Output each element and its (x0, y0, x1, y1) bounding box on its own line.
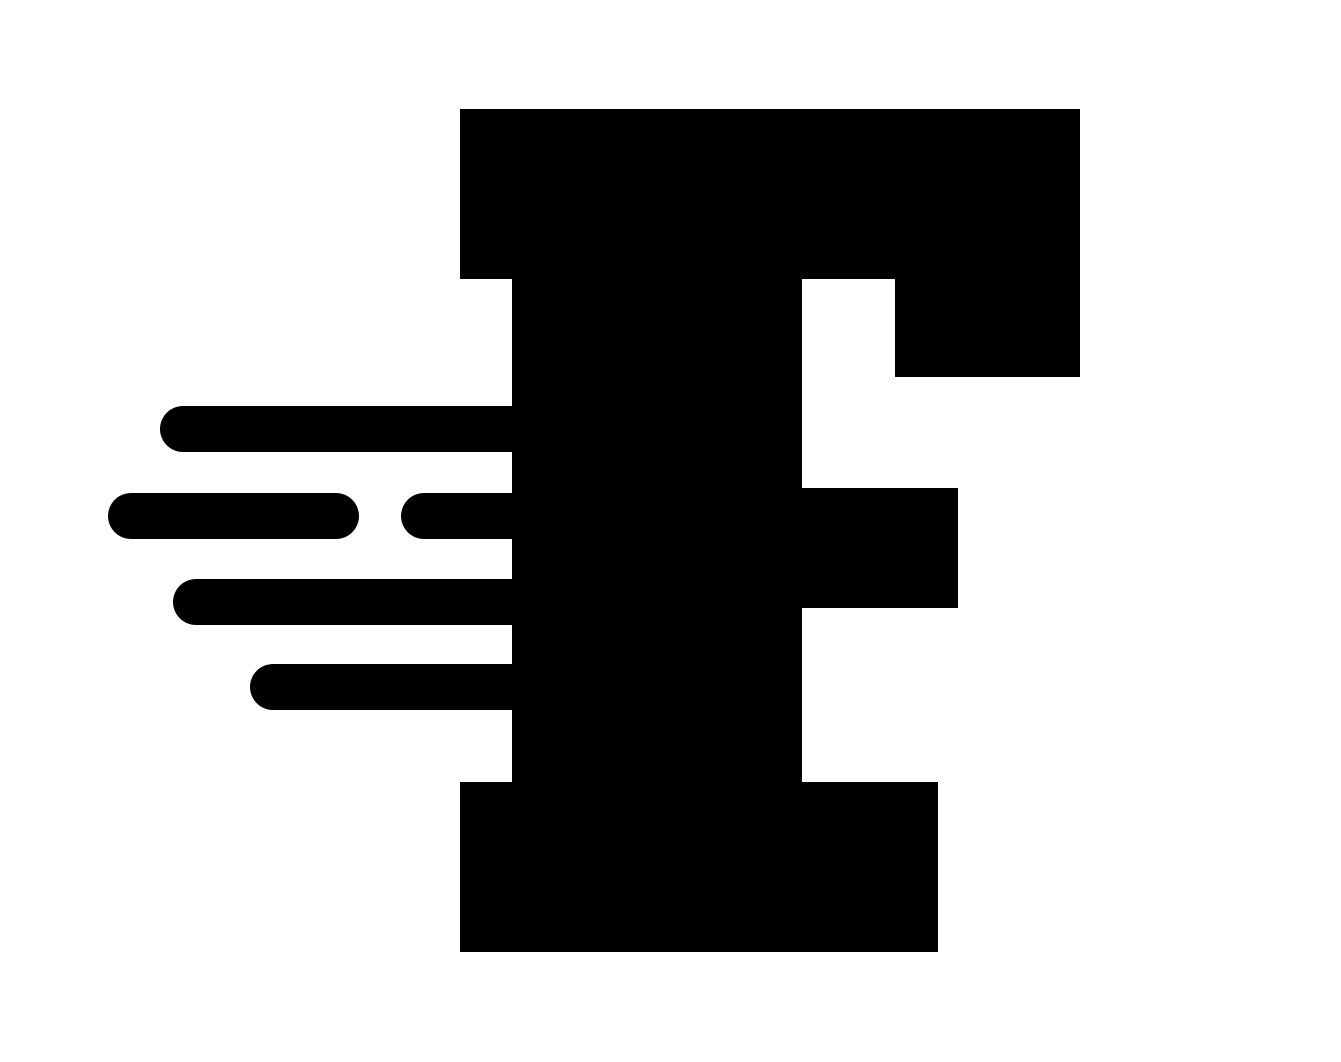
letter-f-shape (460, 109, 1080, 952)
speed-lines (108, 406, 543, 710)
